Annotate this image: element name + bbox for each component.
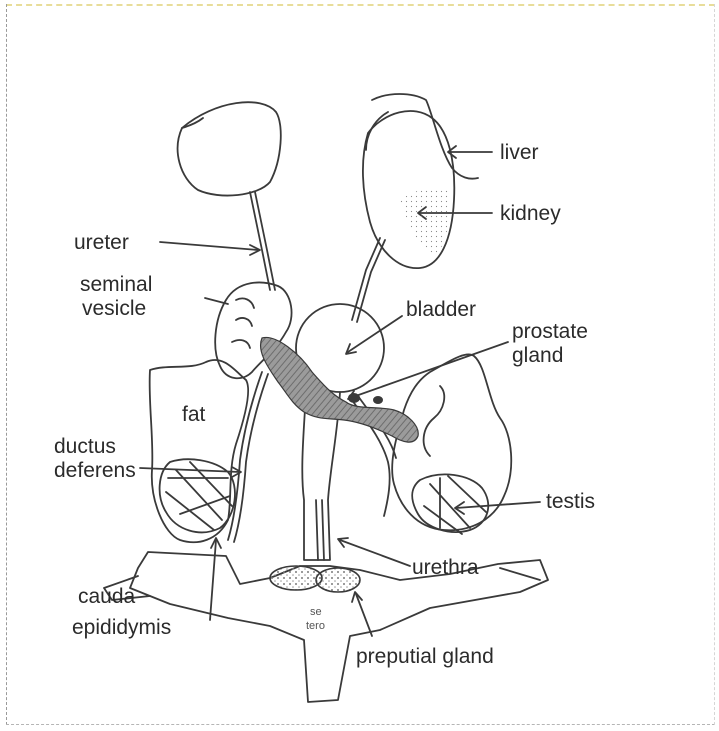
label-prostate: prostate [512, 320, 588, 344]
pointer-preputial [356, 594, 372, 636]
liver-edge [372, 94, 478, 179]
pointer-prostate [350, 342, 508, 398]
label-liver: liver [500, 141, 539, 165]
label-prostate-gland: gland [512, 344, 563, 368]
label-seminal: seminal [80, 273, 152, 297]
penis-mark-2: tero [306, 620, 325, 632]
left-kidney [178, 102, 281, 195]
pointer-cauda [210, 540, 216, 620]
preputial-gland-left [270, 566, 322, 590]
label-kidney: kidney [500, 202, 561, 226]
label-deferens: deferens [54, 459, 136, 483]
label-ductus: ductus [54, 435, 116, 459]
label-testis: testis [546, 490, 595, 514]
prostate-node [348, 393, 360, 403]
label-ureter: ureter [74, 231, 129, 255]
label-bladder: bladder [406, 298, 476, 322]
penis-mark-1: se [310, 606, 322, 618]
left-ureter [250, 192, 270, 290]
label-cauda: cauda [78, 585, 135, 609]
prostate-shaded [261, 337, 419, 442]
label-vesicle: vesicle [82, 297, 146, 321]
pointer-ureter [160, 242, 258, 250]
label-urethra: urethra [412, 556, 479, 580]
preputial-gland-right [316, 568, 360, 592]
label-fat: fat [182, 403, 205, 427]
label-epididymis: epididymis [72, 616, 171, 640]
pointer-urethra [340, 540, 410, 566]
label-preputial: preputial gland [356, 645, 494, 669]
